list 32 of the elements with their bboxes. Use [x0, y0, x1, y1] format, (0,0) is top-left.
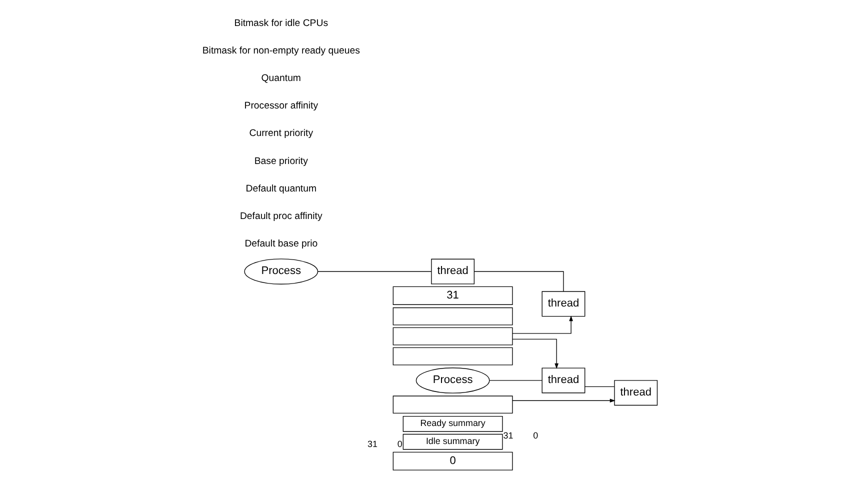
label: Base priority	[254, 156, 308, 167]
label: Default quantum	[245, 183, 316, 194]
node-label: 31 0	[502, 430, 538, 441]
connector	[316, 271, 432, 272]
node-box	[392, 327, 512, 346]
connector	[584, 386, 614, 388]
connector	[474, 271, 564, 292]
node-box	[392, 347, 512, 366]
connector	[488, 380, 542, 381]
arrow	[512, 398, 615, 403]
node-box: 0	[392, 452, 512, 470]
node-box: Ready summary	[402, 416, 502, 432]
node-ellipse: Process	[415, 368, 490, 394]
node-box: thread	[430, 258, 474, 284]
node-box: 31	[392, 286, 512, 305]
node-label: 31 0	[366, 438, 402, 449]
node-box: thread	[541, 368, 585, 394]
label: Default base prio	[244, 238, 318, 250]
label: Default proc affinity	[239, 210, 322, 222]
label: Current priority	[248, 128, 313, 140]
label: Bitmask for idle CPUs	[234, 18, 328, 29]
label: Quantum	[260, 73, 300, 84]
node-box	[392, 396, 512, 414]
label: Bitmask for non-empty ready queues	[202, 45, 360, 56]
label: Processor affinity	[244, 100, 318, 112]
node-box: Idle summary	[402, 434, 502, 450]
node-box: thread	[614, 380, 658, 406]
node-box: thread	[541, 291, 585, 317]
node-box	[392, 307, 512, 326]
arrow	[512, 338, 558, 369]
arrow	[512, 316, 572, 334]
node-ellipse: Process	[244, 258, 318, 284]
